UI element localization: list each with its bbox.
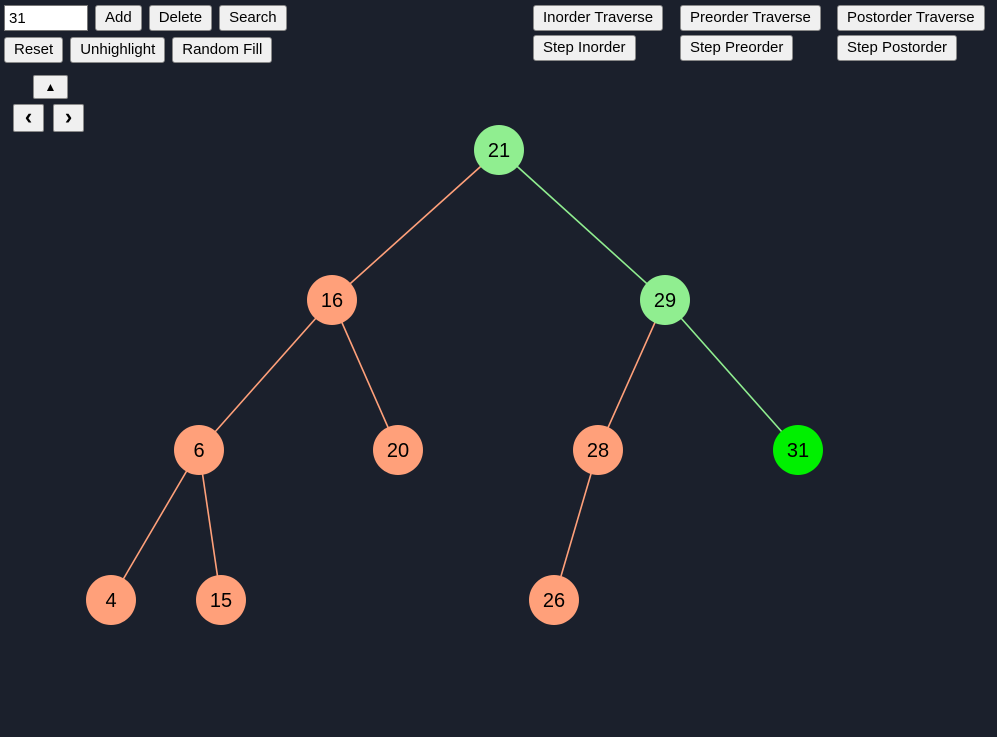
tree-edge-6-15 [198,449,222,601]
tree-node-value: 29 [654,290,676,312]
tree-node-value: 16 [321,290,343,312]
tree-node-15: 15 [196,575,246,625]
toolbar-left: Add Delete Search Reset Unhighlight Rand… [4,5,287,63]
tree-node-20: 20 [373,425,423,475]
step-postorder-button[interactable]: Step Postorder [837,35,958,61]
step-inorder-button[interactable]: Step Inorder [533,35,636,61]
tree-node-value: 6 [193,440,204,462]
nav-up-button[interactable]: ▲ [33,75,68,99]
unhighlight-button[interactable]: Unhighlight [70,37,166,63]
tree-node-circle [307,275,357,325]
tree-edge-29-31 [664,299,799,451]
tree-node-21: 21 [474,125,524,175]
tree-edge-16-6 [198,299,333,451]
tree-node-4: 4 [86,575,136,625]
tree-node-value: 26 [543,590,565,612]
tree-edge-6-4 [110,449,200,601]
tree-edge-21-16 [331,149,500,301]
preorder-column: Preorder Traverse Step Preorder [680,5,837,61]
search-button[interactable]: Search [219,5,287,31]
tree-node-circle [86,575,136,625]
tree-node-circle [573,425,623,475]
right-chevron-icon: › [64,103,73,129]
toolbar-left-row-1: Add Delete Search [4,5,287,31]
add-button[interactable]: Add [95,5,142,31]
tree-node-circle [529,575,579,625]
tree-node-circle [174,425,224,475]
postorder-traverse-button[interactable]: Postorder Traverse [837,5,985,31]
tree-node-circle [196,575,246,625]
tree-edge-21-29 [498,149,666,301]
up-arrow-icon: ▲ [44,80,57,94]
tree-node-circle [474,125,524,175]
left-chevron-icon: ‹ [24,103,33,129]
tree-node-value: 4 [105,590,116,612]
preorder-traverse-button[interactable]: Preorder Traverse [680,5,821,31]
tree-edge-16-20 [331,299,399,451]
tree-node-value: 21 [488,140,510,162]
tree-node-value: 20 [387,440,409,462]
tree-node-28: 28 [573,425,623,475]
tree-node-circle [640,275,690,325]
tree-node-6: 6 [174,425,224,475]
tree-node-value: 15 [210,590,232,612]
toolbar-right: Inorder Traverse Step Inorder Preorder T… [533,5,985,61]
tree-node-value: 28 [587,440,609,462]
random-fill-button[interactable]: Random Fill [172,37,273,63]
tree-node-circle [773,425,823,475]
tree-edge-28-26 [553,449,599,601]
toolbar-left-row-2: Reset Unhighlight Random Fill [4,37,287,63]
reset-button[interactable]: Reset [4,37,64,63]
value-input[interactable] [4,5,88,31]
postorder-column: Postorder Traverse Step Postorder [837,5,985,61]
nav-left-button[interactable]: ‹ [13,104,44,132]
step-preorder-button[interactable]: Step Preorder [680,35,794,61]
tree-node-29: 29 [640,275,690,325]
tree-edge-29-28 [597,299,666,451]
delete-button[interactable]: Delete [148,5,213,31]
inorder-traverse-button[interactable]: Inorder Traverse [533,5,664,31]
tree-node-16: 16 [307,275,357,325]
tree-node-31: 31 [773,425,823,475]
tree-node-value: 31 [787,440,809,462]
tree-node-26: 26 [529,575,579,625]
tree-node-circle [373,425,423,475]
nav-right-button[interactable]: › [53,104,84,132]
inorder-column: Inorder Traverse Step Inorder [533,5,680,61]
